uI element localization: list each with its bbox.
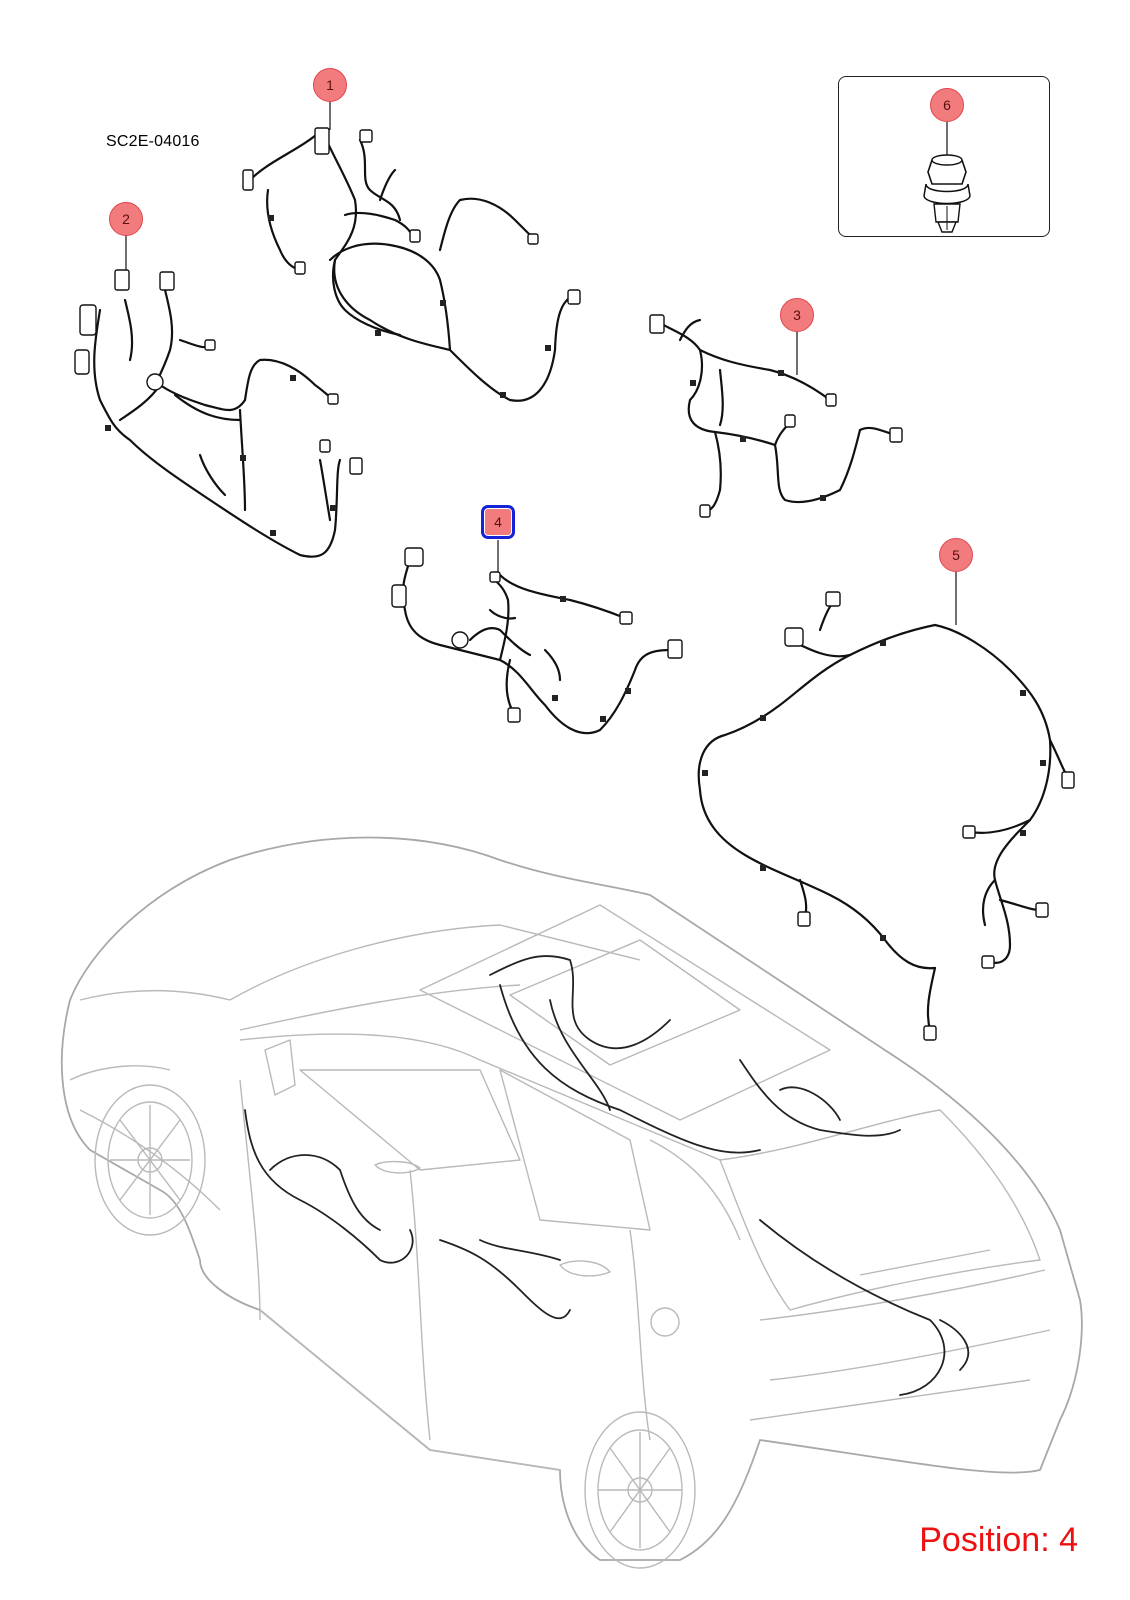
callout-5[interactable]: 5	[939, 538, 973, 572]
callout-6[interactable]: 6	[930, 88, 964, 122]
callout-3[interactable]: 3	[780, 298, 814, 332]
callout-4-selected[interactable]: 4	[481, 505, 515, 539]
fastener-inset-frame	[838, 76, 1050, 237]
document-code: SC2E-04016	[106, 133, 200, 150]
harness-2	[74, 269, 363, 558]
harness-3	[649, 314, 903, 518]
position-label: Position: 4	[919, 1521, 1078, 1559]
callout-1[interactable]: 1	[313, 68, 347, 102]
harness-4	[391, 547, 683, 735]
vehicle-outline	[60, 836, 1083, 1569]
bolt-part-6	[923, 154, 971, 233]
callout-2[interactable]: 2	[109, 202, 143, 236]
harness-5	[697, 591, 1075, 1041]
harness-1	[242, 127, 581, 402]
installed-harnesses	[244, 955, 970, 1396]
